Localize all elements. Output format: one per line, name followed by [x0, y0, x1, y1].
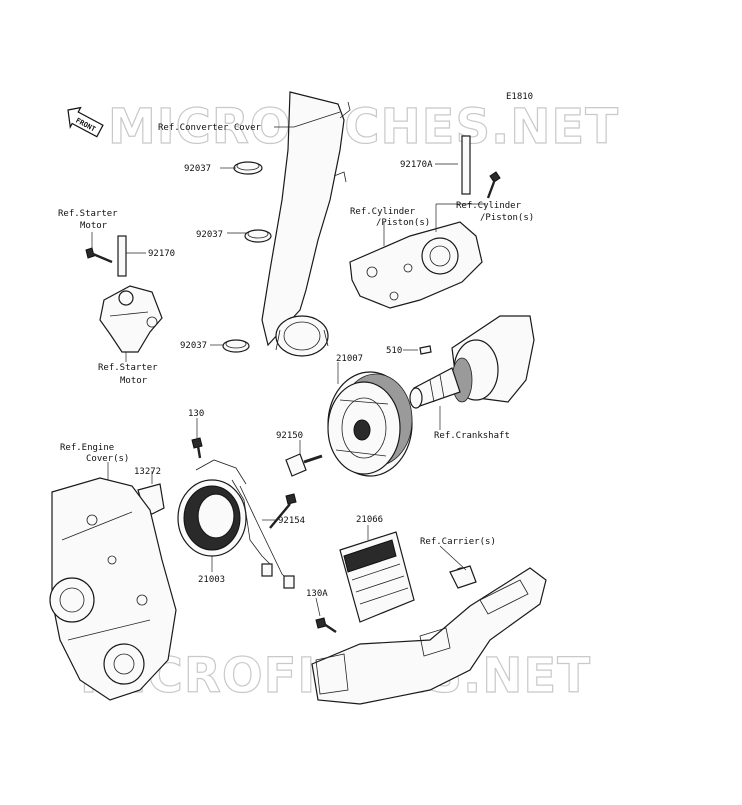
bolt-starter [85, 247, 113, 264]
bolt-130A [315, 617, 337, 633]
bolt-130 [191, 437, 203, 459]
stator-21003 [177, 459, 295, 589]
label-ref-engine-cover-line1: Ref.Engine [60, 443, 114, 453]
label-92170A: 92170A [400, 160, 433, 170]
label-ref-starter-motor-a-line2: Motor [80, 221, 108, 231]
starter-motor-bracket [99, 285, 163, 353]
label-13272: 13272 [134, 467, 161, 477]
clamp-92037-c [222, 339, 250, 353]
label-130A: 130A [306, 589, 328, 599]
label-92150: 92150 [276, 431, 303, 441]
label-ref-converter-cover: Ref.Converter Cover [158, 123, 262, 133]
cylinder-piston-bracket [349, 221, 483, 309]
leader-lines [91, 111, 486, 617]
label-92037-a: 92037 [184, 164, 211, 174]
label-ref-cylinder-a-line2: /Piston(s) [376, 218, 430, 228]
label-130: 130 [188, 409, 204, 419]
label-ref-crankshaft: Ref.Crankshaft [434, 431, 510, 441]
label-ref-engine-cover-line2: Cover(s) [86, 454, 129, 464]
crankshaft [409, 315, 535, 409]
bolt-cylinder [486, 171, 501, 199]
label-21007: 21007 [336, 354, 363, 364]
callout-labels: Ref.Converter Cover 92037 92037 92037 92… [58, 123, 534, 599]
converter-cover-duct [261, 91, 351, 357]
diagram-code: E1810 [506, 92, 533, 102]
regulator-21066 [339, 531, 415, 623]
band-92170 [117, 235, 127, 277]
label-ref-starter-motor-b-line1: Ref.Starter [98, 363, 158, 373]
label-ref-carrier: Ref.Carrier(s) [420, 537, 496, 547]
engine-cover [49, 477, 177, 701]
flywheel-rotor-21007 [327, 371, 413, 477]
label-ref-cylinder-b-line1: Ref.Cylinder [456, 201, 522, 211]
carrier-frame [311, 565, 547, 705]
clamp-92037-b [244, 229, 272, 243]
label-ref-cylinder-a-line1: Ref.Cylinder [350, 207, 416, 217]
key-510 [419, 345, 432, 355]
clamp-92037-a [233, 161, 263, 175]
label-92154: 92154 [278, 516, 305, 526]
label-92170: 92170 [148, 249, 175, 259]
bolt-92150 [285, 453, 323, 477]
label-21066: 21066 [356, 515, 383, 525]
label-92037-c: 92037 [180, 341, 207, 351]
label-21003: 21003 [198, 575, 225, 585]
label-92037-b: 92037 [196, 230, 223, 240]
label-ref-cylinder-b-line2: /Piston(s) [480, 213, 534, 223]
watermark-top: MICROFICHES.NET [108, 99, 619, 155]
front-arrow-icon: FRONT [67, 106, 104, 138]
label-ref-starter-motor-a-line1: Ref.Starter [58, 209, 118, 219]
band-92170A [461, 135, 471, 195]
label-510: 510 [386, 346, 402, 356]
label-ref-starter-motor-b-line2: Motor [120, 376, 148, 386]
bolt-92154 [269, 493, 297, 529]
